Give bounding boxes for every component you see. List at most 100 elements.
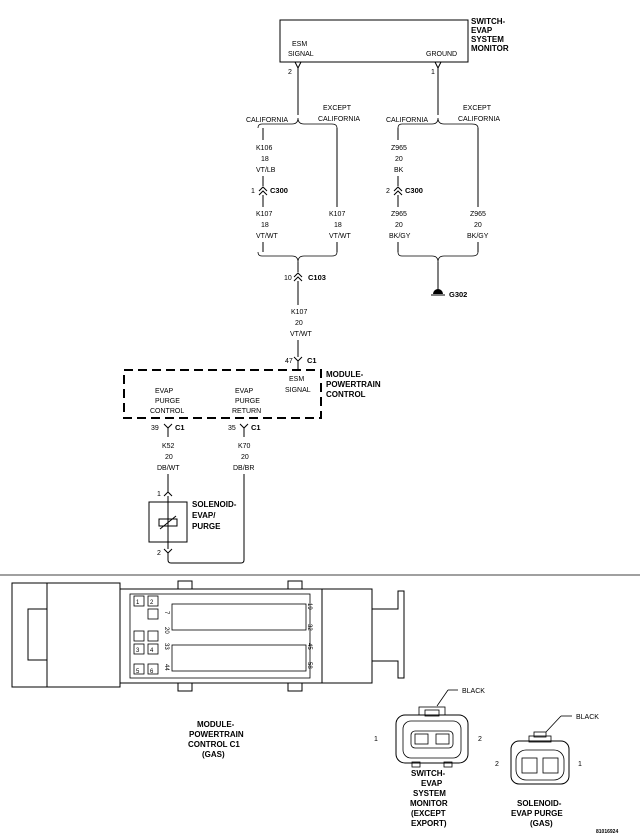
svg-text:EXCEPT: EXCEPT xyxy=(463,105,492,112)
svg-text:VT/WT: VT/WT xyxy=(256,233,278,240)
svg-text:RETURN: RETURN xyxy=(232,408,261,415)
svg-text:20: 20 xyxy=(295,320,303,327)
svg-text:SOLENOID-: SOLENOID- xyxy=(517,799,562,808)
svg-text:18: 18 xyxy=(261,156,269,163)
svg-text:33: 33 xyxy=(163,643,169,650)
svg-text:C1: C1 xyxy=(307,356,317,365)
svg-text:C103: C103 xyxy=(308,273,326,282)
svg-text:ESM: ESM xyxy=(289,376,304,383)
svg-text:4: 4 xyxy=(150,648,154,654)
switch-evap-monitor: ESM SIGNAL GROUND SWITCH- EVAP SYSTEM MO… xyxy=(279,17,509,63)
c103-connector: 10 C103 xyxy=(284,272,326,282)
svg-text:2: 2 xyxy=(150,600,154,606)
solenoid-connector-view: BLACK 2 1 SOLENOID- EVAP PURGE (GAS) xyxy=(495,714,599,828)
svg-text:C300: C300 xyxy=(270,186,288,195)
ground-pin-label: GROUND xyxy=(426,51,457,58)
svg-text:K106: K106 xyxy=(256,145,272,152)
c300-right-connector: 2 C300 xyxy=(386,186,423,196)
svg-text:58: 58 xyxy=(306,662,312,669)
svg-text:C300: C300 xyxy=(405,186,423,195)
svg-text:(EXCEPT: (EXCEPT xyxy=(411,809,446,818)
svg-text:20: 20 xyxy=(395,156,403,163)
svg-text:1: 1 xyxy=(431,69,435,76)
c1-top-connector: 47 C1 xyxy=(285,356,317,365)
svg-text:CONTROL: CONTROL xyxy=(326,390,366,399)
svg-text:PURGE: PURGE xyxy=(235,398,260,405)
svg-text:VT/WT: VT/WT xyxy=(290,331,312,338)
svg-text:Z965: Z965 xyxy=(391,211,407,218)
svg-text:1: 1 xyxy=(136,600,140,606)
svg-text:2: 2 xyxy=(478,736,482,743)
svg-text:39: 39 xyxy=(151,425,159,432)
svg-text:20: 20 xyxy=(241,454,249,461)
svg-text:MONITOR: MONITOR xyxy=(410,799,448,808)
svg-text:CONTROL C1: CONTROL C1 xyxy=(188,740,240,749)
svg-text:2: 2 xyxy=(495,761,499,768)
svg-text:CALIFORNIA: CALIFORNIA xyxy=(458,116,500,123)
svg-text:EVAP: EVAP xyxy=(235,388,253,395)
svg-text:1: 1 xyxy=(578,761,582,768)
solenoid-evap-purge: 1 2 SOLENOID- EVAP/ PURGE xyxy=(148,491,237,557)
svg-text:35: 35 xyxy=(228,425,236,432)
svg-text:K107: K107 xyxy=(256,211,272,218)
svg-text:DB/WT: DB/WT xyxy=(157,465,180,472)
svg-text:EVAP PURGE: EVAP PURGE xyxy=(511,809,563,818)
svg-text:EXCEPT: EXCEPT xyxy=(323,105,352,112)
svg-text:POWERTRAIN: POWERTRAIN xyxy=(326,380,381,389)
svg-text:32: 32 xyxy=(306,624,312,631)
svg-text:SOLENOID-: SOLENOID- xyxy=(192,500,237,509)
svg-text:18: 18 xyxy=(334,222,342,229)
svg-text:1: 1 xyxy=(374,736,378,743)
svg-text:20: 20 xyxy=(163,627,169,634)
svg-text:44: 44 xyxy=(163,664,169,671)
svg-text:VT/LB: VT/LB xyxy=(256,167,276,174)
svg-text:C1: C1 xyxy=(251,423,261,432)
svg-text:MODULE-: MODULE- xyxy=(197,720,235,729)
esm-connector-view: BLACK 1 2 SWITCH- EVAP SYSTEM MONITOR (E… xyxy=(374,688,485,828)
svg-text:SYSTEM: SYSTEM xyxy=(413,789,446,798)
svg-text:CALIFORNIA: CALIFORNIA xyxy=(318,116,360,123)
svg-text:6: 6 xyxy=(150,669,154,675)
svg-text:19: 19 xyxy=(306,603,312,610)
svg-text:BK/GY: BK/GY xyxy=(389,233,411,240)
svg-text:(GAS): (GAS) xyxy=(530,819,553,828)
svg-text:PURGE: PURGE xyxy=(192,522,221,531)
svg-text:3: 3 xyxy=(136,648,140,654)
ground-g302: G302 xyxy=(431,289,467,299)
svg-text:EVAP/: EVAP/ xyxy=(192,511,216,520)
svg-text:(GAS): (GAS) xyxy=(202,750,225,759)
svg-text:20: 20 xyxy=(474,222,482,229)
svg-text:10: 10 xyxy=(284,275,292,282)
svg-text:Z965: Z965 xyxy=(391,145,407,152)
svg-text:1: 1 xyxy=(157,491,161,498)
svg-text:EVAP: EVAP xyxy=(421,779,443,788)
svg-text:2: 2 xyxy=(288,69,292,76)
svg-text:5: 5 xyxy=(136,669,140,675)
svg-text:SIGNAL: SIGNAL xyxy=(288,51,314,58)
svg-text:20: 20 xyxy=(165,454,173,461)
svg-text:SWITCH-: SWITCH- xyxy=(411,769,446,778)
svg-text:1: 1 xyxy=(251,188,255,195)
svg-text:7: 7 xyxy=(163,611,169,615)
svg-text:MONITOR: MONITOR xyxy=(471,44,509,53)
figure-id: 81016924 xyxy=(596,829,618,835)
svg-text:K70: K70 xyxy=(238,443,251,450)
svg-text:47: 47 xyxy=(285,358,293,365)
svg-text:EVAP: EVAP xyxy=(471,26,493,35)
svg-text:PURGE: PURGE xyxy=(155,398,180,405)
svg-text:BK: BK xyxy=(394,167,404,174)
pcm-connector-c1-view: 1 2 7 19 20 32 3 4 33 45 5 6 44 58 MODUL… xyxy=(11,580,405,759)
c300-left-connector: 1 C300 xyxy=(251,186,288,196)
svg-text:SYSTEM: SYSTEM xyxy=(471,35,504,44)
svg-text:POWERTRAIN: POWERTRAIN xyxy=(189,730,244,739)
svg-text:45: 45 xyxy=(306,643,312,650)
svg-text:CALIFORNIA: CALIFORNIA xyxy=(386,117,428,124)
svg-text:MODULE-: MODULE- xyxy=(326,370,364,379)
svg-text:DB/BR: DB/BR xyxy=(233,465,254,472)
svg-text:EVAP: EVAP xyxy=(155,388,173,395)
svg-text:VT/WT: VT/WT xyxy=(329,233,351,240)
esm-signal-pin-label: ESM xyxy=(292,41,307,48)
svg-text:CALIFORNIA: CALIFORNIA xyxy=(246,117,288,124)
svg-text:2: 2 xyxy=(386,188,390,195)
